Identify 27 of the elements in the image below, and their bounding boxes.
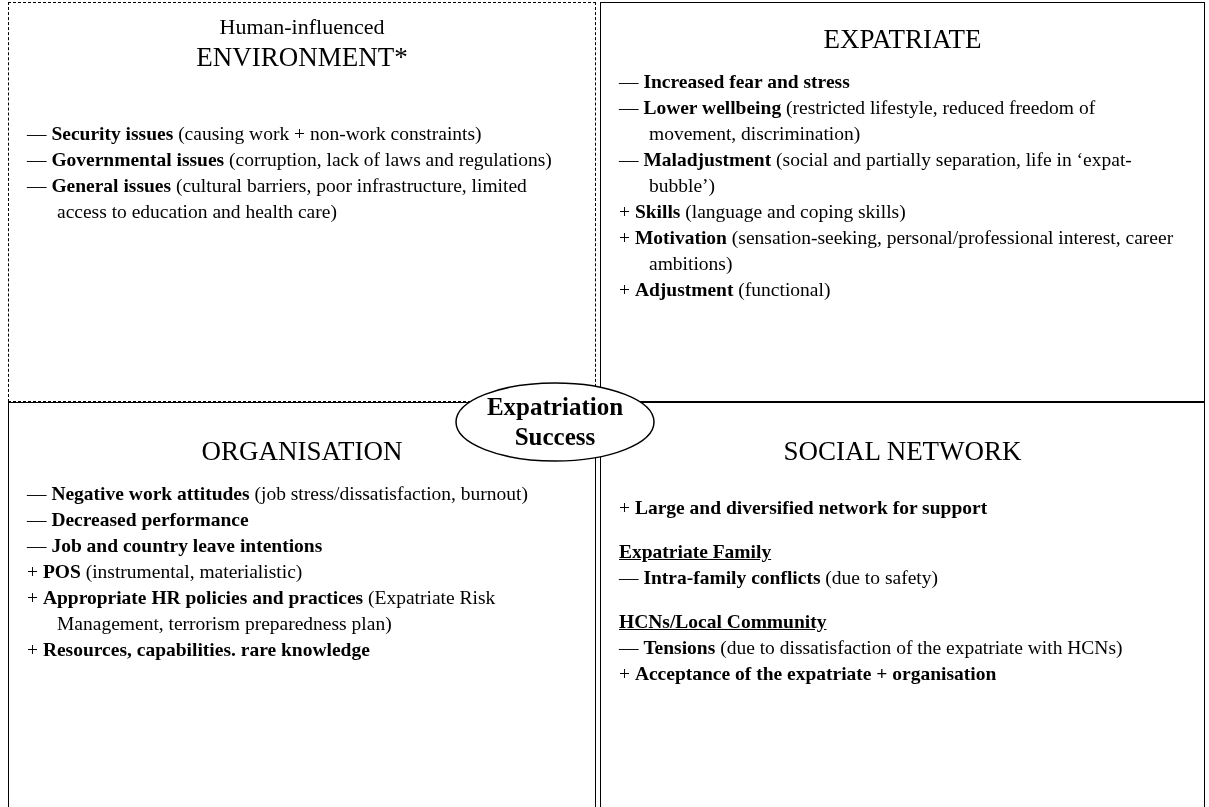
list-item: + Resources, capabilities. rare knowledge xyxy=(27,638,371,662)
list-item: — General issues (cultural barriers, poor infrastructure, limited access to education and health care) xyxy=(27,174,528,224)
box-heading: ENVIRONMENT* xyxy=(195,41,409,73)
list-item: — Intra-family conflicts (due to safety) xyxy=(619,566,939,590)
list-item: — Maladjustment (social and partially separation, life in ‘expat-bubble’) xyxy=(619,148,1133,198)
box-heading: SOCIAL NETWORK xyxy=(782,435,1023,467)
list-item: + Motivation (sensation-seeking, personal/professional interest, career ambitions) xyxy=(619,226,1175,276)
subheading: Expatriate Family xyxy=(619,540,773,564)
list-item: — Security issues (causing work + non-work constraints) xyxy=(27,122,483,146)
box-heading: EXPATRIATE xyxy=(822,23,983,55)
box-heading: Human-influenced xyxy=(218,13,386,41)
list-item: + Appropriate HR policies and practices (Expatriate Risk Management, terrorism preparedness plan) xyxy=(27,586,497,636)
list-item: + Adjustment (functional) xyxy=(619,278,832,302)
list-item: — Negative work attitudes (job stress/dissatisfaction, burnout) xyxy=(27,482,529,506)
list-item: — Lower wellbeing (restricted lifestyle, reduced freedom of movement, discrimination) xyxy=(619,96,1097,146)
center-label: Expatriation Success xyxy=(485,392,625,452)
list-item: — Job and country leave intentions xyxy=(27,534,324,558)
list-item: — Governmental issues (corruption, lack of laws and regulations) xyxy=(27,148,553,172)
list-item: — Decreased performance xyxy=(27,508,250,532)
list-item: — Tensions (due to dissatisfaction of the expatriate with HCNs) xyxy=(619,636,1124,660)
list-item: + Acceptance of the expatriate + organisation xyxy=(619,662,998,686)
list-item: + POS (instrumental, materialistic) xyxy=(27,560,304,584)
subheading: HCNs/Local Community xyxy=(619,610,828,634)
center-ellipse xyxy=(455,382,655,462)
list-item: + Skills (language and coping skills) xyxy=(619,200,907,224)
list-item: — Increased fear and stress xyxy=(619,70,851,94)
list-item: + Large and diversified network for support xyxy=(619,496,989,520)
